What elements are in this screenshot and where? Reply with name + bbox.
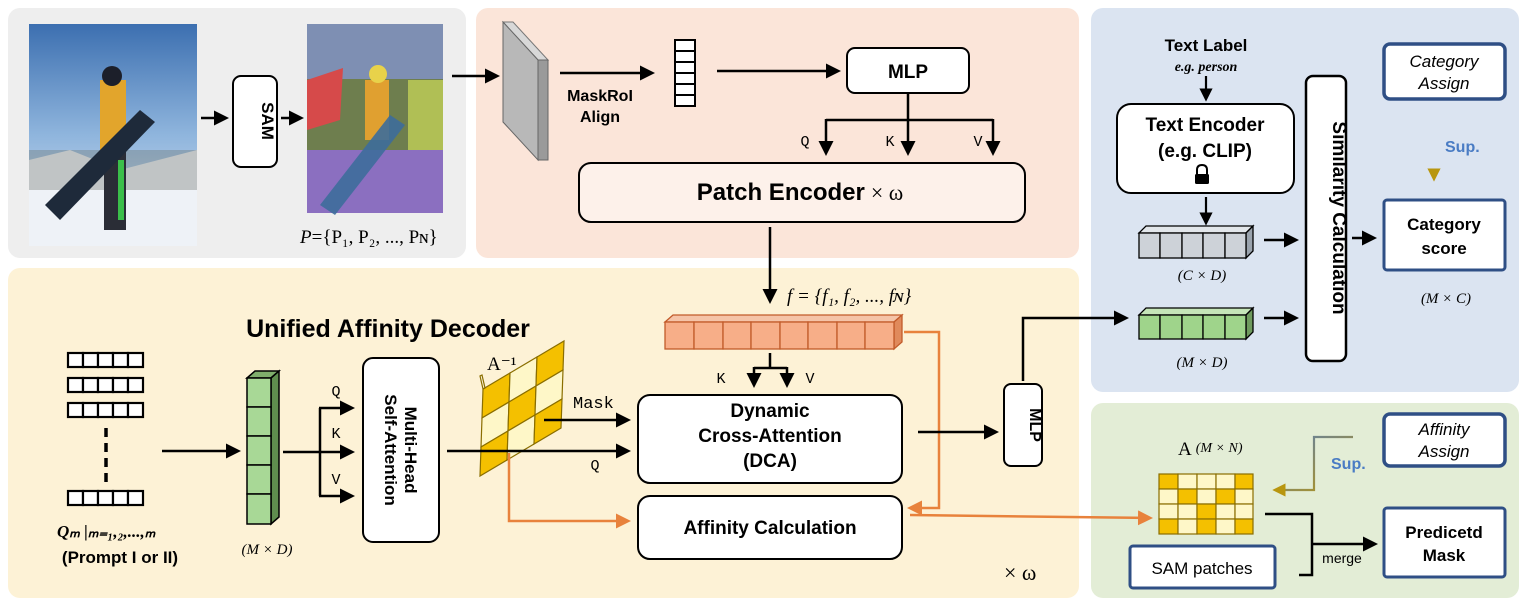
maskroi-slab bbox=[501, 20, 550, 162]
patch-encoder-box bbox=[578, 162, 1026, 223]
decoder-md-label: (M × D) bbox=[242, 542, 293, 558]
dca-k-label: K bbox=[716, 371, 725, 388]
roi-feature-vector bbox=[674, 39, 696, 107]
input-photo bbox=[29, 24, 197, 246]
orange-arrow-to-affinity bbox=[507, 453, 631, 529]
sam-box bbox=[232, 75, 278, 168]
predicted-mask-line2: Mask bbox=[1423, 546, 1466, 565]
patch-set-label: P={P₁, P₂, ..., Pɴ} bbox=[299, 227, 438, 248]
features-kv-split bbox=[754, 353, 787, 370]
patch-feature-bar bbox=[663, 313, 904, 351]
encoder-q-label: Q bbox=[800, 134, 809, 151]
category-score-line2: score bbox=[1421, 239, 1466, 258]
prompt-label: (Prompt I or II) bbox=[62, 548, 178, 567]
cd-label: (C × D) bbox=[1178, 268, 1226, 284]
a-inverse-grid bbox=[479, 339, 565, 478]
text-encoder-line2: (e.g. CLIP) bbox=[1158, 141, 1252, 162]
mhsa-k-label: K bbox=[331, 426, 340, 443]
affinity-calc-label: Affinity Calculation bbox=[683, 518, 856, 539]
similarity-box bbox=[1304, 74, 1348, 363]
mhsa-v-label: V bbox=[331, 472, 340, 489]
category-sup-label: Sup. bbox=[1445, 139, 1480, 156]
query-stack bbox=[66, 351, 145, 507]
text-encoder-box bbox=[1116, 103, 1295, 194]
decoder-mlp-box bbox=[1003, 383, 1043, 467]
affinity-matrix-label: A(M × N) bbox=[1178, 439, 1243, 460]
decoder-title: Unified Affinity Decoder bbox=[246, 315, 530, 343]
features-label: f = {f₁, f₂, ..., fɴ} bbox=[787, 286, 912, 307]
affinity-matrix-grid bbox=[1158, 473, 1254, 535]
sam-label: SAM bbox=[258, 102, 277, 140]
decoder-mlp-label: MLP bbox=[1026, 408, 1043, 442]
category-assign-box bbox=[1382, 42, 1507, 101]
arrow-mlp-to-class-embed bbox=[1021, 310, 1129, 381]
lock-icon bbox=[1195, 163, 1209, 184]
patch-encoder-label: Patch Encoder× ω bbox=[697, 179, 903, 206]
category-assign-line1: Category bbox=[1410, 52, 1480, 71]
orange-arrow-affinity-to-mask bbox=[909, 510, 1153, 526]
dca-q-label: Q bbox=[590, 458, 599, 475]
category-score-box bbox=[1382, 198, 1507, 272]
sup-arrow-affinity bbox=[1272, 435, 1353, 497]
category-assign-line2: Assign bbox=[1417, 74, 1469, 93]
maskroi-label-line1: MaskRoI bbox=[567, 88, 633, 105]
mhsa-label: Multi-HeadSelf-Attention bbox=[381, 394, 420, 505]
encoder-mlp-label: MLP bbox=[888, 62, 928, 83]
dca-box bbox=[637, 394, 903, 484]
text-label-title: Text Label bbox=[1165, 36, 1248, 55]
decoder-times-omega: × ω bbox=[1004, 560, 1036, 585]
predicted-mask-box bbox=[1382, 506, 1507, 579]
affinity-sup-label: Sup. bbox=[1331, 456, 1366, 473]
text-label-example: e.g. person bbox=[1175, 60, 1238, 75]
mask-label: Mask bbox=[573, 395, 614, 414]
category-score-line1: Category bbox=[1407, 215, 1481, 234]
dca-v-label: V bbox=[805, 371, 814, 388]
segmented-photo bbox=[307, 24, 443, 215]
query-embedding-column bbox=[245, 369, 281, 526]
affinity-calc-box bbox=[637, 495, 903, 560]
a-inverse-label: A⁻¹ bbox=[487, 354, 517, 375]
maskroi-label-line2: Align bbox=[580, 109, 620, 126]
encoder-v-label: V bbox=[973, 134, 982, 151]
predicted-mask-line1: Predicetd bbox=[1405, 523, 1482, 542]
class-md-label: (M × D) bbox=[1177, 355, 1228, 371]
sam-patches-box bbox=[1128, 544, 1277, 590]
affinity-assign-box bbox=[1382, 412, 1507, 468]
orange-arrow-features-to-affinity bbox=[904, 330, 941, 516]
affinity-assign-line2: Assign bbox=[1417, 442, 1469, 461]
merge-label: merge bbox=[1322, 550, 1362, 566]
text-encoder-line1: Text Encoder bbox=[1146, 115, 1266, 136]
mhsa-q-label: Q bbox=[331, 384, 340, 401]
encoder-k-label: K bbox=[885, 134, 894, 151]
mhsa-box bbox=[362, 357, 440, 543]
query-label: Qₘ |ₘ₌₁,₂,...,ₘ bbox=[57, 522, 156, 541]
similarity-label: Similarity Calculation bbox=[1328, 121, 1349, 314]
mlp-qkv-split bbox=[826, 93, 993, 122]
mc-label: (M × C) bbox=[1421, 291, 1471, 307]
affinity-assign-line1: Affinity bbox=[1417, 420, 1471, 439]
text-embedding-vector bbox=[1137, 224, 1255, 260]
query-class-embedding bbox=[1137, 306, 1255, 341]
sam-patches-label: SAM patches bbox=[1151, 559, 1252, 578]
